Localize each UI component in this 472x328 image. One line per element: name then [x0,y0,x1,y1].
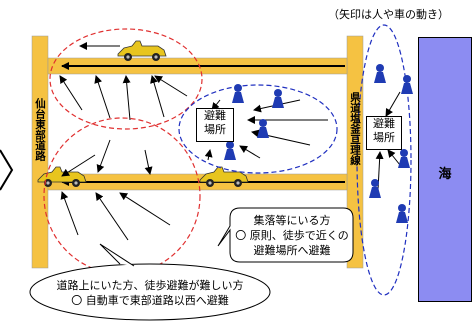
shelter-right-line2: 場所 [373,131,395,144]
sendai-east-road [31,35,49,269]
person [369,179,381,198]
shelter-left: 避難 場所 [196,108,234,142]
callout-road-line1: 道路上にいた方、徒歩避難が難しい方 [56,279,244,292]
callout-settlement-line2: 〇 原則、徒歩で近くの [235,229,349,242]
sendai-east-road-label: 仙台東部道路 [34,97,46,161]
blue-zone-right [356,24,412,296]
shelter-right: 避難 場所 [366,116,402,150]
callout-settlement-line3: 避難場所へ避難 [253,244,331,257]
person [401,75,413,94]
callout-settlement-line1: 集落等にいる方 [253,214,331,227]
person [257,119,269,138]
left-chevron [0,149,14,191]
red-zone-bottom [43,117,201,275]
person [232,84,244,103]
shelter-left-line1: 避難 [204,109,226,122]
callout-settlement: 集落等にいる方 〇 原則、徒歩で近くの 避難場所へ避難 [232,213,352,258]
red-zone-top [49,28,203,130]
person [272,89,284,108]
legend-caption: （矢印は人や車の動き） [328,8,449,21]
shelter-right-line1: 避難 [373,117,395,130]
callout-road: 道路上にいた方、徒歩避難が難しい方 〇 自動車で東部道路以西へ避難 [34,278,266,308]
blue-zone-center [178,84,338,174]
prefectural-road-label: 県道塩釜亘理線 [349,92,361,166]
sea: 海 [418,37,472,302]
sea-label: 海 [438,167,452,182]
callout-road-shape [29,263,271,321]
callout-settlement-shape [217,207,354,263]
person [224,141,236,160]
shelter-left-line2: 場所 [204,123,226,136]
person [374,64,386,83]
person [398,149,410,168]
callout-road-line2: 〇 自動車で東部道路以西へ避難 [71,294,229,307]
person [396,204,408,223]
